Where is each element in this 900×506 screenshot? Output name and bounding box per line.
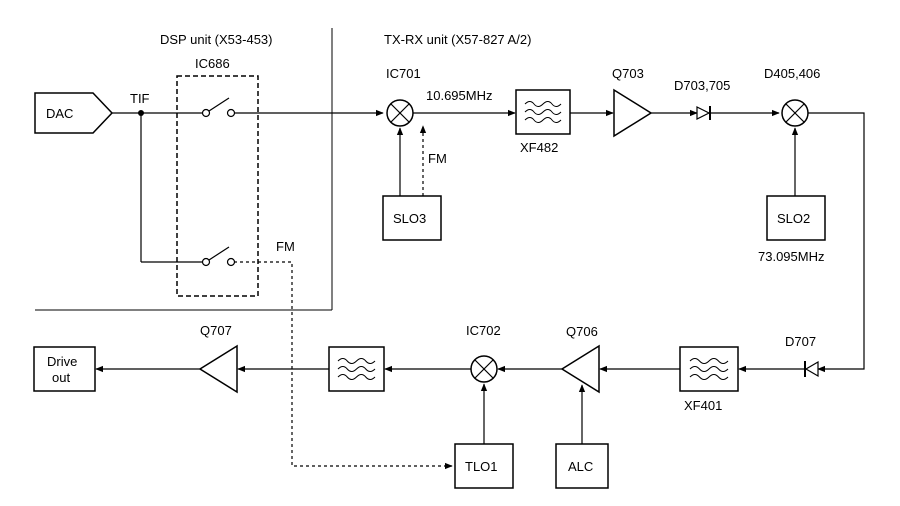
slo3-block: SLO3 (382, 195, 442, 241)
ic686-switch-lower (140, 113, 236, 267)
q707-label: Q707 (200, 323, 232, 338)
txrx-unit-label: TX-RX unit (X57-827 A/2) (384, 32, 531, 47)
dac-label: DAC (46, 106, 73, 121)
drive-out-label-line1: Drive (47, 354, 77, 369)
alc-block: ALC (555, 443, 609, 489)
dsp-unit-boundary (35, 28, 333, 311)
xf482-filter (515, 89, 571, 135)
tlo1-label: TLO1 (465, 459, 498, 474)
d703-diode (696, 106, 711, 120)
fm-label-lower: FM (276, 239, 295, 254)
dac-block: DAC (34, 92, 114, 134)
dsp-unit-label: DSP unit (X53-453) (160, 32, 273, 47)
slo2-label: SLO2 (777, 211, 810, 226)
xf401-label: XF401 (684, 398, 722, 413)
d405-mixer (781, 99, 809, 127)
xf482-label: XF482 (520, 140, 558, 155)
q703-label: Q703 (612, 66, 644, 81)
tlo1-block: TLO1 (454, 443, 514, 489)
d703-label: D703,705 (674, 78, 730, 93)
ic702-label: IC702 (466, 323, 501, 338)
slo2-block: SLO2 (766, 195, 826, 241)
fm-label-upper: FM (428, 151, 447, 166)
xf401-filter (679, 346, 739, 392)
ic686-switch-upper (141, 97, 384, 118)
alc-label: ALC (568, 459, 593, 474)
ic701-label: IC701 (386, 66, 421, 81)
d405-label: D405,406 (764, 66, 820, 81)
drive-out-block: Drive out (33, 346, 96, 392)
freq-73095-label: 73.095MHz (758, 249, 824, 264)
tif-label: TIF (130, 91, 150, 106)
d707-label: D707 (785, 334, 816, 349)
ic701-mixer (386, 99, 414, 127)
d707-diode (804, 360, 819, 378)
ic702-mixer (470, 355, 498, 383)
slo3-label: SLO3 (393, 211, 426, 226)
drive-out-label-line2: out (52, 370, 70, 385)
q706-label: Q706 (566, 324, 598, 339)
ic686-box (176, 75, 259, 297)
lower-bandpass-filter (328, 346, 385, 392)
freq-10695-label: 10.695MHz (426, 88, 492, 103)
q707-amplifier (198, 344, 238, 394)
ic686-label: IC686 (195, 56, 230, 71)
q703-amplifier (613, 88, 653, 138)
q706-amplifier (560, 344, 600, 394)
